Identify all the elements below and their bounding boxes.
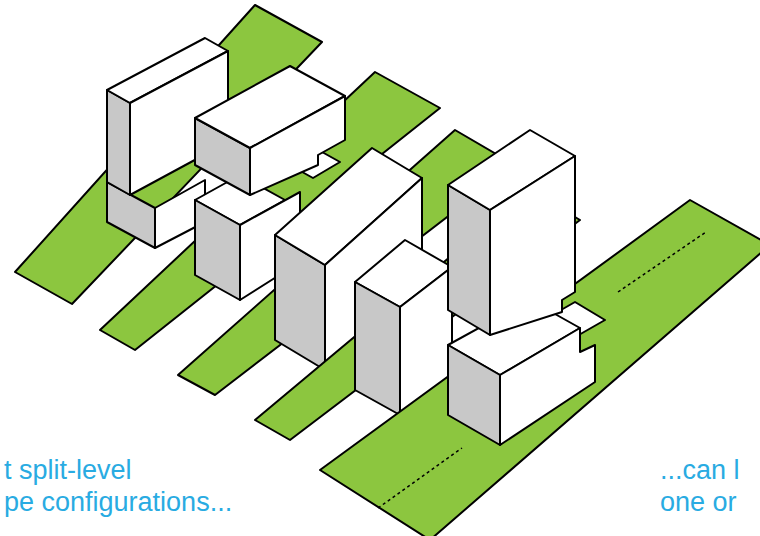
dashed-line	[378, 448, 462, 508]
caption-fragment: ...can l	[660, 455, 740, 485]
caption-fragment: t split-level	[4, 455, 132, 485]
building-face	[490, 156, 575, 335]
building-face	[250, 96, 345, 195]
building-end	[195, 200, 240, 300]
caption-fragment: one or	[660, 487, 737, 517]
building-end	[107, 90, 130, 195]
building-end	[448, 345, 500, 445]
dashed-line	[618, 232, 706, 292]
building-end	[448, 185, 490, 335]
caption-fragment: pe configurations...	[4, 487, 232, 517]
building-end	[355, 282, 400, 415]
building-face	[500, 328, 595, 445]
